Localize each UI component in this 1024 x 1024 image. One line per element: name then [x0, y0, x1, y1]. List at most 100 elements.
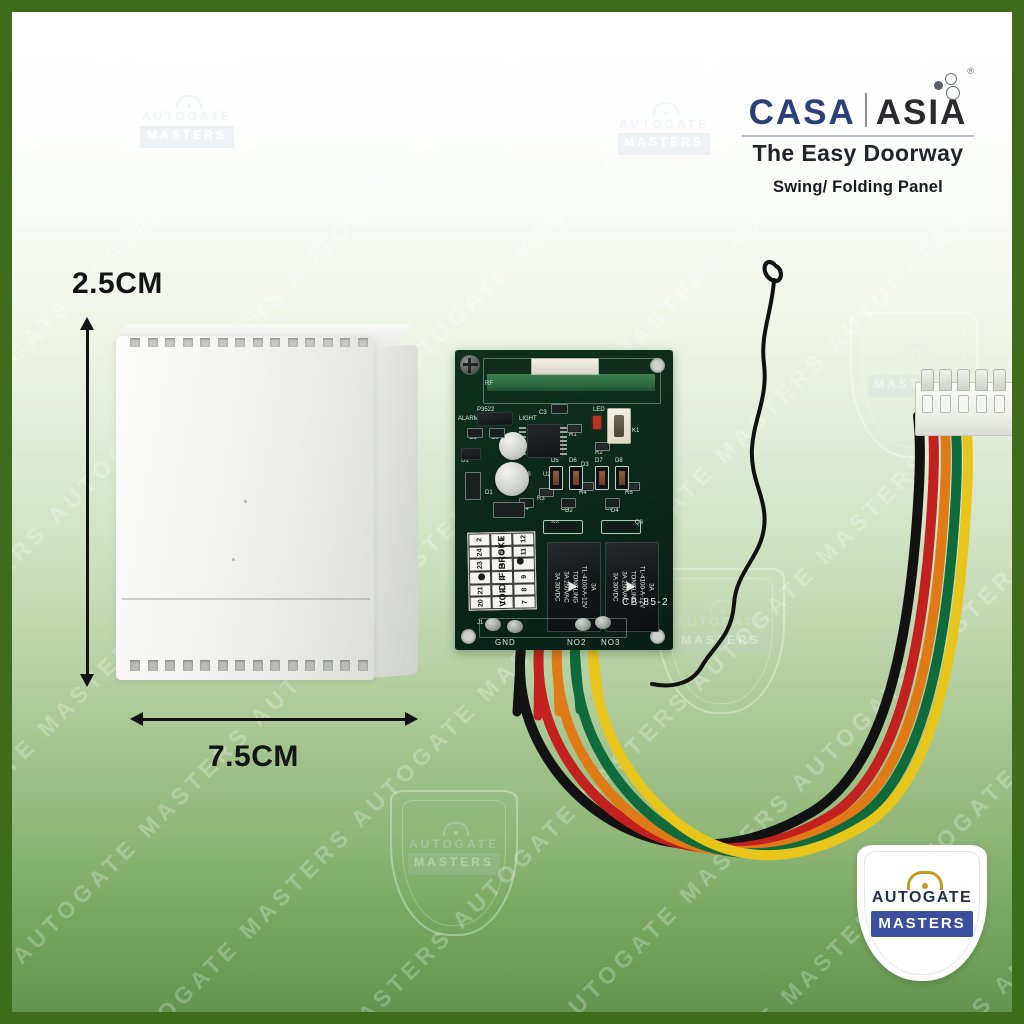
silk-c1: C1 [469, 435, 477, 441]
shield-outline [122, 62, 252, 210]
width-dimension-label: 7.5CM [208, 740, 299, 773]
image-canvas: AUTOGATE MASTERS AUTOGATE MASTERS AUTOGA… [12, 12, 1012, 1012]
silk-k1: K1 [632, 428, 640, 434]
ic-pin [519, 427, 526, 429]
silk-d4: D4 [611, 508, 619, 514]
diode-d8 [615, 466, 629, 490]
ic-u2 [527, 424, 563, 458]
ic-pin [560, 444, 567, 447]
terminal-block-outline [479, 618, 627, 638]
brand-name-row: CASA ASIA [738, 90, 978, 130]
autogate-masters-badge: AUTOGATE MASTERS [857, 845, 987, 981]
vent-slot [252, 660, 263, 671]
brand-name-asia: ASIA [875, 93, 968, 132]
relay-rating-ac: 3A 250VAC [562, 571, 570, 603]
silk-d7: D7 [595, 458, 603, 464]
mounting-hole [650, 358, 665, 373]
dot-ring-small [945, 73, 957, 85]
warranty-cell: 8 [513, 582, 536, 597]
warranty-cell: 21 [469, 583, 492, 598]
enclosure-front-face [116, 336, 374, 680]
ic-pin [560, 452, 567, 455]
vent-slot [147, 660, 158, 671]
relay-1-text: 3A TL-4100-A-12V TONGLING 3A 250VAC 3A 3… [552, 566, 597, 608]
vent-slot [322, 660, 333, 671]
spade-connector-block [915, 369, 1012, 436]
warranty-cell: 9 [512, 570, 536, 584]
shield-inline [133, 72, 241, 200]
watermark-bar [407, 852, 501, 875]
silk-c6: C6 [605, 506, 613, 512]
silk-d1: D1 [485, 490, 493, 496]
vent-slot [270, 338, 280, 347]
silk-d5: D5 [551, 458, 559, 464]
registered-mark: ® [967, 66, 974, 76]
ic-pin [560, 439, 567, 442]
vent-slot [200, 660, 210, 671]
badge-autogate-text: AUTOGATE [871, 889, 973, 906]
capacitor-c2 [489, 428, 505, 438]
vent-slot [270, 660, 280, 671]
ic-pin [560, 448, 567, 451]
silk-u2: U2 [543, 472, 551, 478]
wire-stub-yellow [588, 643, 605, 713]
vent-slot [287, 660, 298, 671]
relay-current: 3A [589, 583, 597, 591]
capacitor-c3 [551, 404, 568, 414]
watermark-bar [674, 630, 768, 653]
arrow-head-up-icon [80, 317, 94, 330]
connector-pin [939, 369, 952, 391]
ic-pins-right [560, 427, 567, 455]
height-dimension-label: 2.5CM [72, 267, 163, 300]
warranty-cell: 7 [513, 595, 536, 609]
connector-pin [957, 369, 970, 391]
arrow-head-down-icon [80, 674, 94, 687]
relay-2: 3A TL-4100-A-12V TONGLING 3A 250VAC 3A 3… [605, 542, 659, 632]
tact-switch-k1[interactable] [607, 408, 631, 444]
wire-stub-black [512, 643, 526, 717]
silk-r1: R1 [569, 432, 577, 438]
vent-slot [130, 660, 140, 671]
wifi-icon [903, 344, 929, 359]
wire-stub-orange [552, 643, 564, 717]
watermark-masters: MASTERS [624, 134, 704, 149]
brand-tagline: The Easy Doorway [752, 139, 964, 166]
width-dimension-arrow [130, 712, 418, 726]
shield-outline [657, 568, 785, 714]
watermark-masters: MASTERS [414, 854, 494, 869]
ic-pin [560, 427, 567, 429]
silk-j1: J1 [477, 620, 484, 626]
signal-dots-icon: ® [932, 66, 974, 100]
wifi-icon [176, 94, 202, 109]
terminal-label-gnd: GND [495, 638, 516, 647]
silk-u1: U1 [461, 458, 469, 464]
arrow-head-left-icon [130, 712, 143, 726]
ic-u1 [461, 448, 481, 460]
capacitor-c6 [605, 498, 620, 508]
badge-masters-text: MASTERS [878, 915, 966, 932]
vent-slot [235, 338, 245, 347]
vent-slot [340, 660, 350, 671]
rf-module-board [487, 374, 655, 391]
warranty-cell: 20 [469, 596, 492, 610]
silk-light: LIGHT [519, 416, 537, 422]
silk-r3: R3 [537, 496, 545, 502]
watermark-autogate: AUTOGATE [408, 836, 500, 851]
silk-d2: D2 [565, 508, 573, 514]
resistor-r3 [539, 488, 554, 497]
resistor-r1 [567, 424, 582, 433]
relay-rating-dc: 3A 30VDC [611, 572, 619, 602]
silk-q3: Q3 [635, 520, 644, 526]
shield-outline [600, 70, 728, 216]
vent-slot [165, 660, 175, 671]
diode-d6 [569, 466, 583, 490]
shield-inline [611, 80, 717, 206]
silk-r4: R4 [579, 490, 587, 496]
silk-r5: R5 [625, 490, 633, 496]
warranty-void-text: VOID IF BROKE [496, 535, 508, 607]
silk-d6: D6 [569, 458, 577, 464]
vent-slot [200, 338, 210, 347]
vent-slots-bottom [130, 660, 368, 671]
solder-joint [507, 620, 523, 633]
